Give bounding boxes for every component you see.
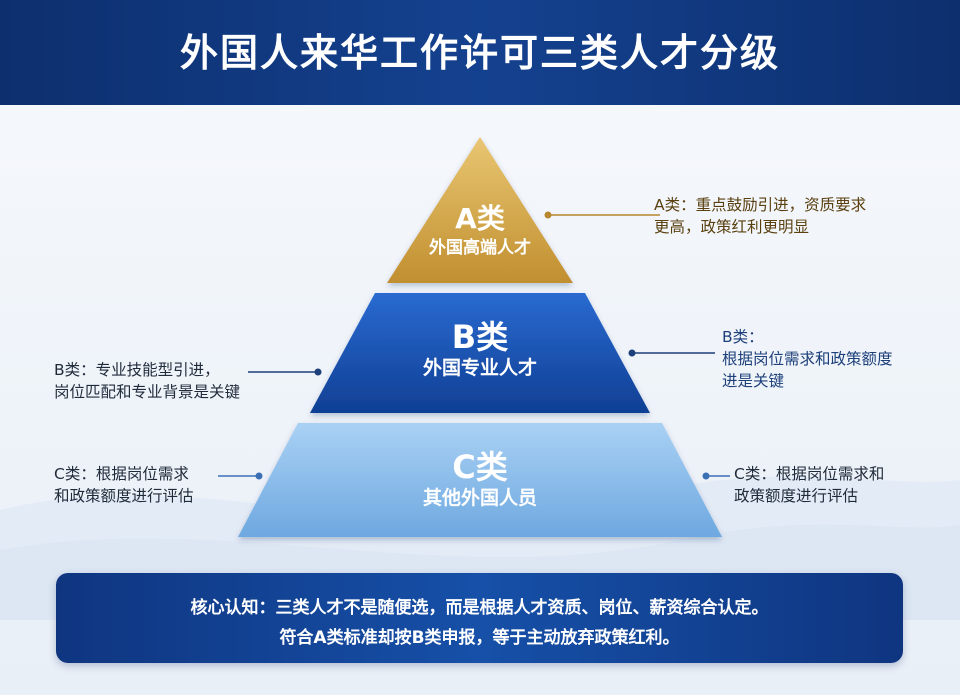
tier-c-label: C类 其他外国人员 <box>380 448 580 510</box>
core-insight-label: 核心认知： <box>190 598 276 618</box>
connector-c-left <box>218 472 263 480</box>
connector-b-right <box>628 349 715 357</box>
tier-b-shape <box>310 293 650 413</box>
connector-c-right <box>702 472 730 480</box>
page-title: 外国人来华工作许可三类人才分级 <box>179 31 780 75</box>
tier-a-note-right: A类：重点鼓励引进，资质要求 更高，政策红利更明显 <box>654 196 867 236</box>
tier-b-note-left: B类：专业技能型引进， 岗位匹配和专业背景是关键 <box>54 361 241 401</box>
tier-b-label: B类 外国专业人才 <box>380 318 580 380</box>
core-insight-box: 核心认知：三类人才不是随便选，而是根据人才资质、岗位、薪资综合认定。 符合A类标… <box>56 573 903 663</box>
tier-b-name: B类 <box>451 318 509 356</box>
tier-b-note-right: B类： 根据岗位需求和政策额度 进是关键 <box>722 328 893 390</box>
tier-a-label: A类 外国高端人才 <box>400 202 560 260</box>
connector-a-right <box>544 211 660 219</box>
tier-a-subtitle: 外国高端人才 <box>429 238 531 258</box>
tier-c-name: C类 <box>452 448 508 486</box>
tier-a-shape <box>387 137 573 283</box>
tier-c-note-left: C类：根据岗位需求 和政策额度进行评估 <box>54 465 194 505</box>
core-insight-text-1: 三类人才不是随便选，而是根据人才资质、岗位、薪资综合认定。 <box>275 598 769 618</box>
core-insight-line-1: 核心认知：三类人才不是随便选，而是根据人才资质、岗位、薪资综合认定。 <box>56 593 903 618</box>
tier-b-subtitle: 外国专业人才 <box>422 357 537 379</box>
tier-c-note-right: C类：根据岗位需求和 政策额度进行评估 <box>734 465 885 505</box>
tier-c-shape <box>238 423 722 537</box>
header-banner: 外国人来华工作许可三类人才分级 <box>0 0 960 105</box>
tier-a-name: A类 <box>455 202 505 235</box>
core-insight-line-2: 符合A类标准却按B类申报，等于主动放弃政策红利。 <box>56 623 903 648</box>
core-insight-text-2: 符合A类标准却按B类申报，等于主动放弃政策红利。 <box>279 628 680 648</box>
connector-b-left <box>248 368 322 376</box>
tier-c-subtitle: 其他外国人员 <box>422 487 537 509</box>
